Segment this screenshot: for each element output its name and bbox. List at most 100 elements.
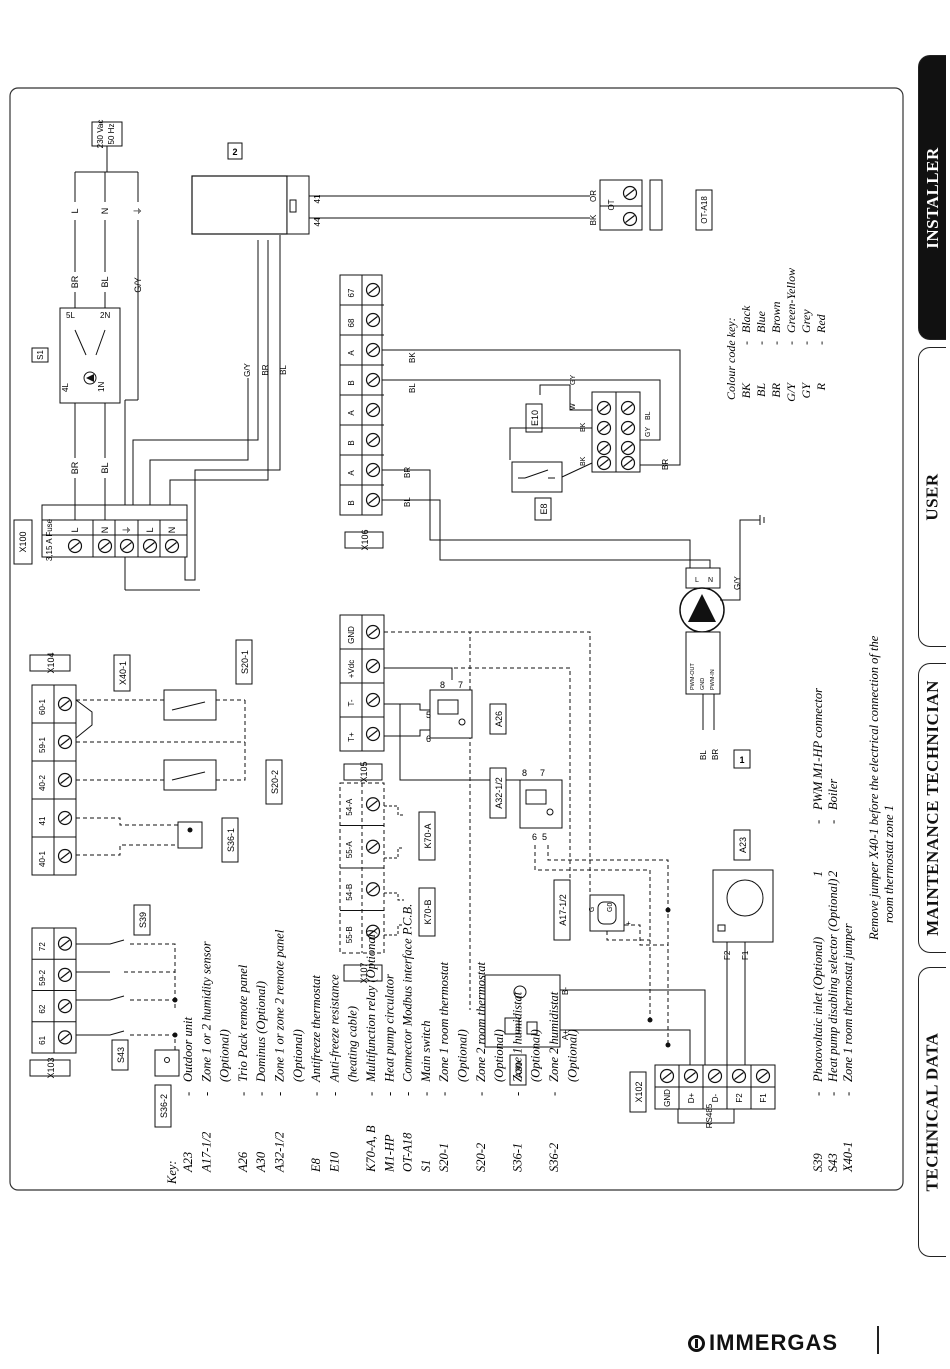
boiler: 2 41 44 G/Y BR BL (191, 142, 590, 378)
svg-text:7: 7 (540, 768, 545, 778)
key-code: A23 (181, 1152, 195, 1173)
svg-text:BR: BR (70, 275, 80, 288)
a23-label: A23 (738, 837, 748, 853)
svg-text:+: + (626, 919, 631, 928)
note-line-1: Remove jumper X40-1 before the electrica… (867, 635, 881, 941)
svg-text:1N: 1N (97, 382, 106, 392)
s36-2-label: S36-2 (159, 1094, 169, 1118)
key-text: Connector Modbus interface P.C.B. (401, 904, 415, 1082)
colour-key-name: Red (814, 313, 828, 334)
x102-terminal-label: D+ (687, 1092, 696, 1103)
x107-label: X107 (359, 962, 369, 983)
key-text: Zone 2 room thermostat (474, 961, 488, 1082)
x100-terminal-label: L (70, 527, 80, 532)
key-text: (heating cable) (346, 1006, 360, 1082)
svg-text:2N: 2N (100, 311, 110, 320)
x107-terminal-label: 55-B (345, 926, 354, 943)
x40-1-label: X40-1 (118, 661, 128, 685)
key-text: Trio Pack remote panel (236, 964, 250, 1082)
svg-text:OT: OT (607, 199, 616, 210)
svg-text:6: 6 (426, 734, 431, 744)
key-code: S36-1 (510, 1143, 524, 1172)
key-text: Main switch (419, 1021, 433, 1083)
colour-key-code: G/Y (784, 382, 798, 402)
page-frame (9, 87, 904, 1191)
key-dash: - (826, 820, 840, 824)
svg-text:BL: BL (100, 462, 110, 473)
section-tabs: INSTALLER USER MAINTENANCE TECHNICIAN TE… (918, 55, 948, 1260)
svg-text:44: 44 (313, 217, 322, 226)
tab-user[interactable]: USER (918, 347, 946, 647)
svg-text:BL: BL (100, 276, 110, 287)
terminal-x107: 54-A55-A54-B55-B X107 K70-A K70-B (339, 782, 436, 984)
svg-text:BK: BK (580, 422, 587, 432)
svg-text:PWM-OUT: PWM-OUT (690, 662, 696, 690)
a30-label: A30 (514, 1062, 524, 1078)
key-dash: - (273, 1092, 287, 1096)
tab-installer[interactable]: INSTALLER (918, 55, 946, 340)
humidity-sensor-a17: G G0 + A17-1/2 (553, 879, 671, 1048)
key-dash: - (437, 1092, 451, 1096)
outdoor-unit-a23: A23 F2 F1 (712, 829, 774, 1065)
key-dash: - (199, 1092, 213, 1096)
brand-name: IMMERGAS (709, 1330, 838, 1355)
key-text: Heat pump circulator (382, 974, 396, 1083)
tab-maintenance-technician[interactable]: MAINTENANCE TECHNICIAN (918, 663, 946, 953)
x107-terminal-label: 54-A (345, 798, 354, 816)
key-code: X40-1 (841, 1141, 855, 1173)
x100-terminal-label: ⏚ (122, 525, 132, 534)
key-code: 1 (811, 871, 825, 877)
tab-technical-data[interactable]: TECHNICAL DATA (918, 967, 946, 1257)
x104-terminal-label: 59-1 (38, 736, 47, 753)
svg-text:G0: G0 (607, 903, 614, 912)
svg-text:5: 5 (426, 710, 431, 720)
key-text: (Optional) (565, 1029, 579, 1082)
boiler-number: 2 (232, 147, 237, 157)
key-code: OT-A18 (401, 1132, 415, 1172)
svg-text:B-: B- (561, 987, 570, 995)
svg-text:BL: BL (645, 411, 652, 420)
key-text: Photovoltaic inlet (Optional) (811, 937, 825, 1083)
key-dash: - (841, 1092, 855, 1096)
s39-label: S39 (138, 912, 148, 928)
svg-text:GND: GND (700, 678, 706, 690)
key-dash: - (401, 1092, 415, 1096)
colour-key-code: BK (739, 382, 753, 398)
key-text: (Optional) (456, 1029, 470, 1082)
k70-b-label: K70-B (423, 899, 433, 924)
svg-text:G/Y: G/Y (243, 362, 252, 376)
brand-logo: IMMERGAS (688, 1330, 838, 1356)
key-text: (Optional) (218, 1029, 232, 1082)
key-dash: - (811, 820, 825, 824)
dominus-a30: A30 B- A+ (484, 974, 706, 1086)
key-dash: - (547, 1092, 561, 1096)
x107-terminal-label: 55-A (345, 841, 354, 859)
x106-terminal-label: B (347, 380, 356, 385)
x104-terminal-label: 40-2 (38, 774, 47, 791)
x100-terminal-label: N (167, 527, 177, 534)
svg-text:BL: BL (403, 497, 412, 507)
colour-key-code: GY (799, 382, 813, 399)
svg-text:6: 6 (532, 832, 537, 842)
x102-terminal-label: F1 (759, 1093, 768, 1103)
x105-terminal-label: +Vdc (347, 660, 356, 678)
colour-key-name: Black (739, 305, 753, 333)
key-text: Zone 1 or 2 humidity sensor (199, 941, 213, 1082)
x105-terminal-label: T- (347, 699, 356, 706)
svg-text:W: W (570, 403, 577, 410)
key-text: Anti-freeze resistance (327, 974, 341, 1083)
svg-text:BR: BR (403, 467, 412, 478)
key-text: Zone 1 or zone 2 remote panel (273, 929, 287, 1082)
svg-text:G: G (589, 907, 596, 912)
x103-terminal-label: 59-2 (38, 969, 47, 986)
x104-label: X104 (46, 652, 56, 673)
a17-label: A17-1/2 (558, 894, 568, 926)
colour-code-key: Colour code key: BK-BlackBL-BlueBR-Brown… (724, 268, 828, 402)
svg-text:GY: GY (570, 375, 577, 385)
x102-terminal-label: GND (663, 1089, 672, 1107)
svg-text:PWM-IN: PWM-IN (710, 669, 716, 690)
key-code: K70-A, B (364, 1125, 378, 1173)
a26-label: A26 (494, 711, 504, 727)
ot-a18-connector: OT OR BK OT-A18 (589, 179, 713, 231)
